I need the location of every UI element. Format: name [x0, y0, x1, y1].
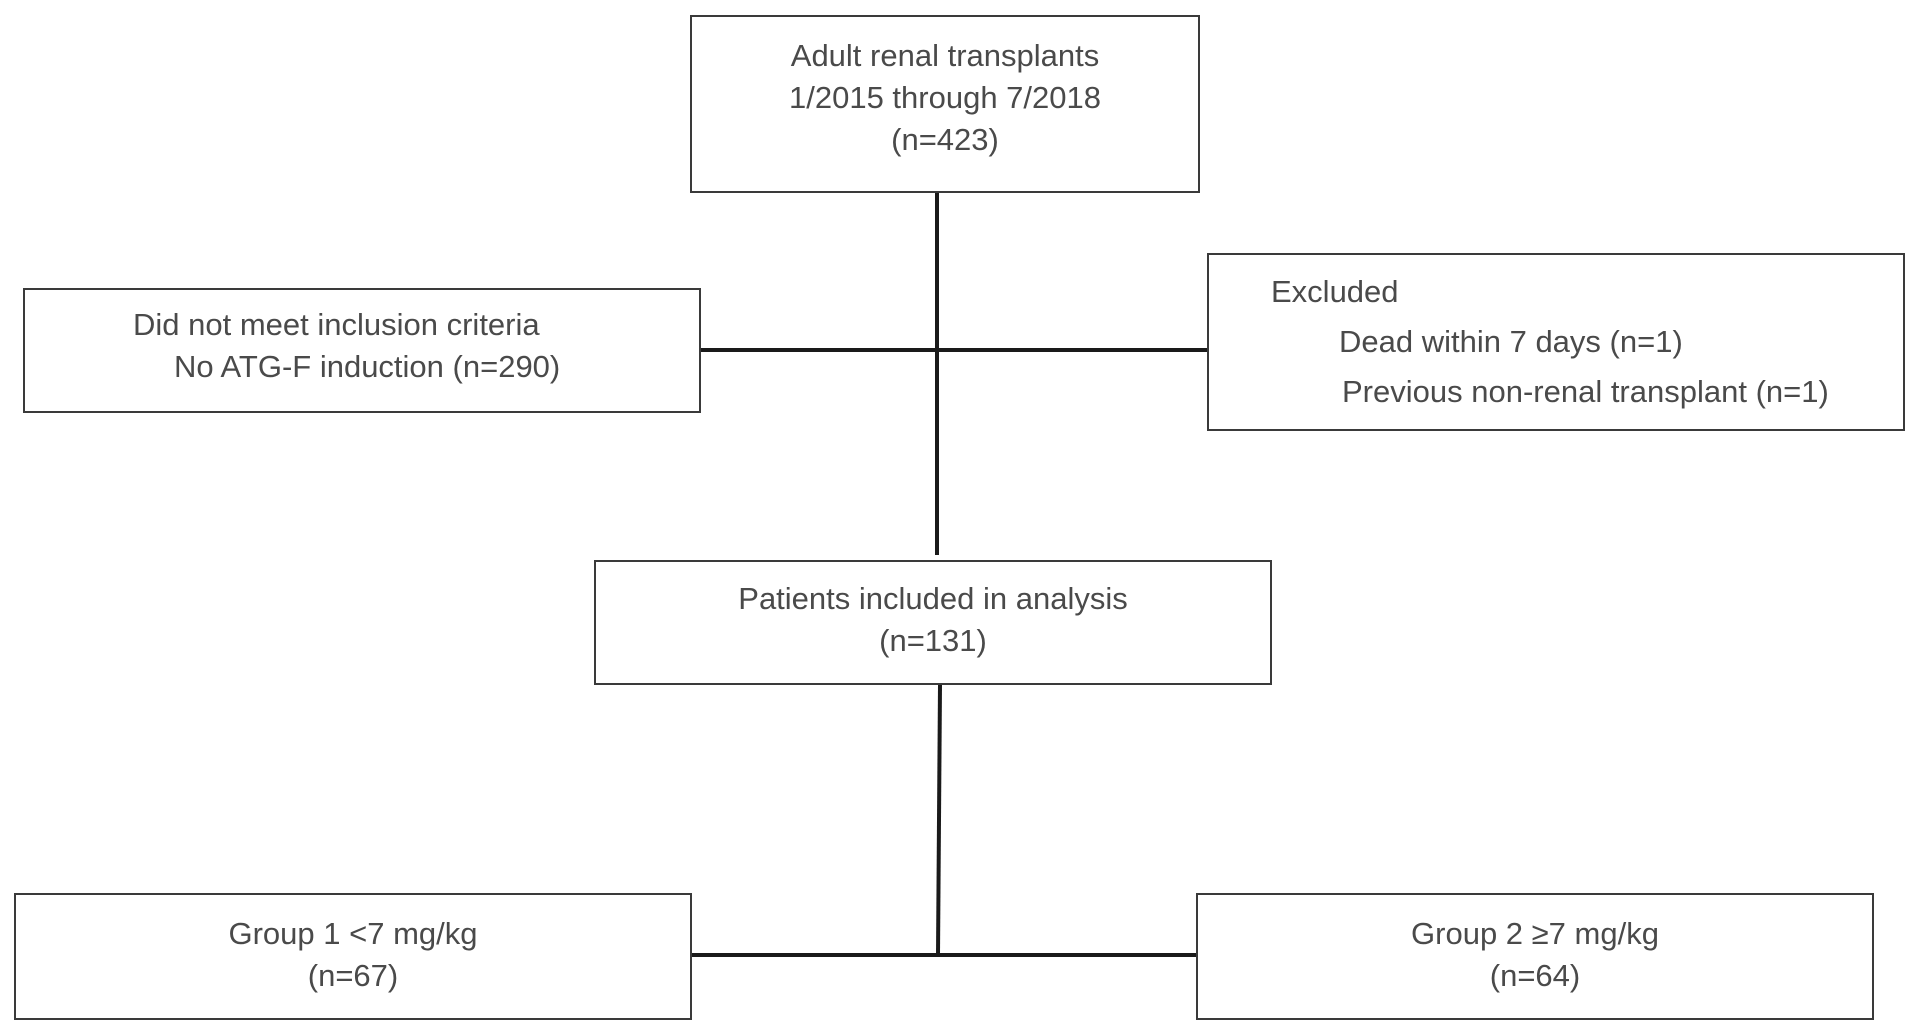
start-line-period: 1/2015 through 7/2018: [789, 80, 1101, 115]
excluded-title: Excluded: [1271, 274, 1399, 309]
group2-line-count: (n=64): [1489, 958, 1581, 993]
start-line-count: (n=423): [891, 122, 999, 157]
box-group-1: Group 1 <7 mg/kg (n=67): [14, 893, 692, 1020]
excluded-item-dead: Dead within 7 days (n=1): [1339, 324, 1683, 359]
box-adult-renal-transplants: Adult renal transplants 1/2015 through 7…: [690, 15, 1200, 193]
box-group-2: Group 2 ≥7 mg/kg (n=64): [1196, 893, 1874, 1020]
not-meet-line-title: Did not meet inclusion criteria: [133, 307, 540, 342]
group2-line-title: Group 2 ≥7 mg/kg: [1411, 916, 1659, 951]
included-line-count: (n=131): [879, 623, 987, 658]
box-patients-included: Patients included in analysis (n=131): [594, 560, 1272, 685]
not-meet-line-reason: No ATG-F induction (n=290): [174, 349, 561, 384]
group1-line-count: (n=67): [307, 958, 399, 993]
start-line-title: Adult renal transplants: [790, 38, 1100, 73]
excluded-item-previous-transplant: Previous non-renal transplant (n=1): [1342, 374, 1829, 409]
connector-included-to-groups: [936, 684, 942, 956]
group1-line-title: Group 1 <7 mg/kg: [228, 916, 478, 951]
box-did-not-meet-criteria: Did not meet inclusion criteria No ATG-F…: [23, 288, 701, 413]
box-excluded: Excluded Dead within 7 days (n=1) Previo…: [1207, 253, 1905, 431]
included-line-title: Patients included in analysis: [738, 581, 1128, 616]
